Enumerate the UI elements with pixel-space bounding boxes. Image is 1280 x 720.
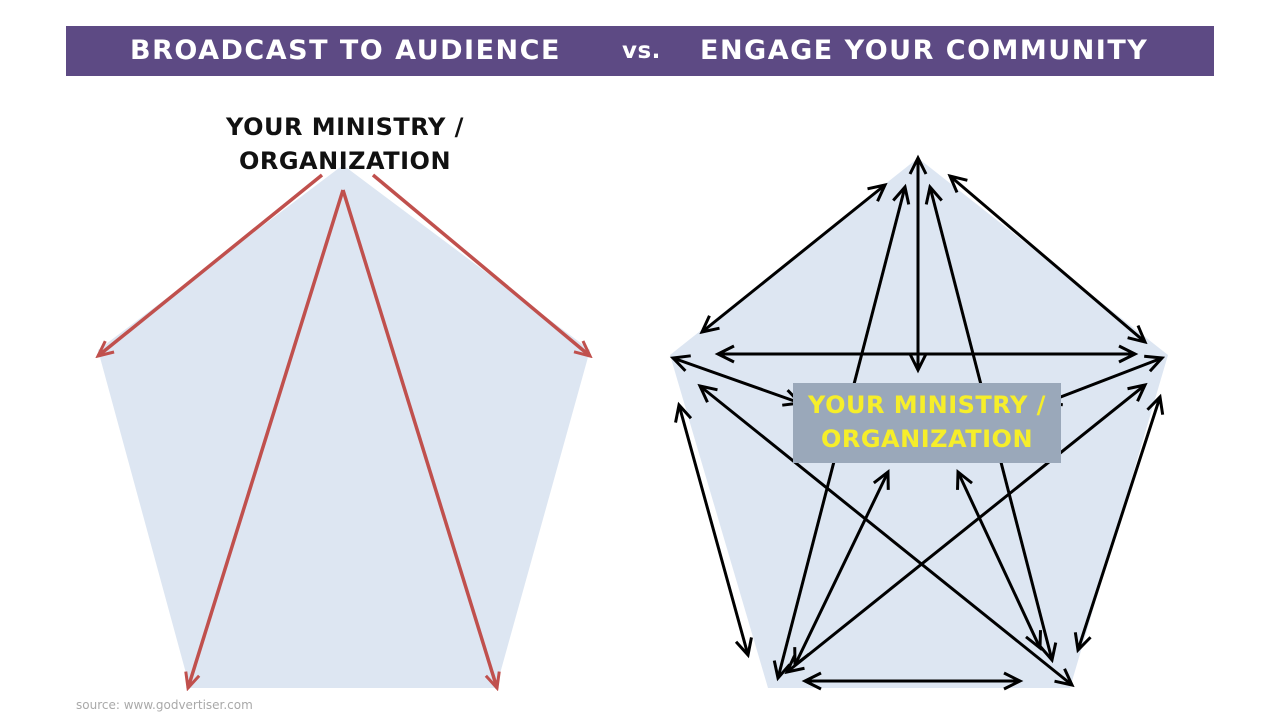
engage-arrow (1073, 393, 1165, 654)
versus-label: vs. (622, 38, 661, 64)
engage-arrow (674, 401, 753, 659)
broadcast-arrows (98, 173, 590, 688)
engage-title: ENGAGE YOUR COMMUNITY (700, 35, 1149, 66)
engage-arrow (956, 468, 1042, 652)
right-label-line1: YOUR MINISTRY / (808, 391, 1046, 419)
broadcast-arrow-left (98, 173, 324, 356)
broadcast-arrow-bottom-left (188, 189, 345, 688)
broadcast-arrow-right (371, 173, 590, 356)
right-label-line2: ORGANIZATION (820, 425, 1034, 453)
right-organization-label: YOUR MINISTRY / ORGANIZATION (793, 388, 1061, 456)
left-label-line2: ORGANIZATION (238, 147, 452, 175)
source-credit: source: www.godvertiser.com (76, 698, 253, 712)
left-label-line1: YOUR MINISTRY / (226, 113, 464, 141)
left-pentagon (98, 165, 590, 688)
engage-arrow (793, 468, 890, 669)
broadcast-arrow-bottom-right (341, 189, 497, 688)
title-banner: BROADCAST TO AUDIENCE vs. ENGAGE YOUR CO… (66, 26, 1214, 76)
left-organization-label: YOUR MINISTRY / ORGANIZATION (140, 110, 550, 178)
broadcast-title: BROADCAST TO AUDIENCE (130, 35, 561, 66)
center-label-box (793, 383, 1061, 463)
